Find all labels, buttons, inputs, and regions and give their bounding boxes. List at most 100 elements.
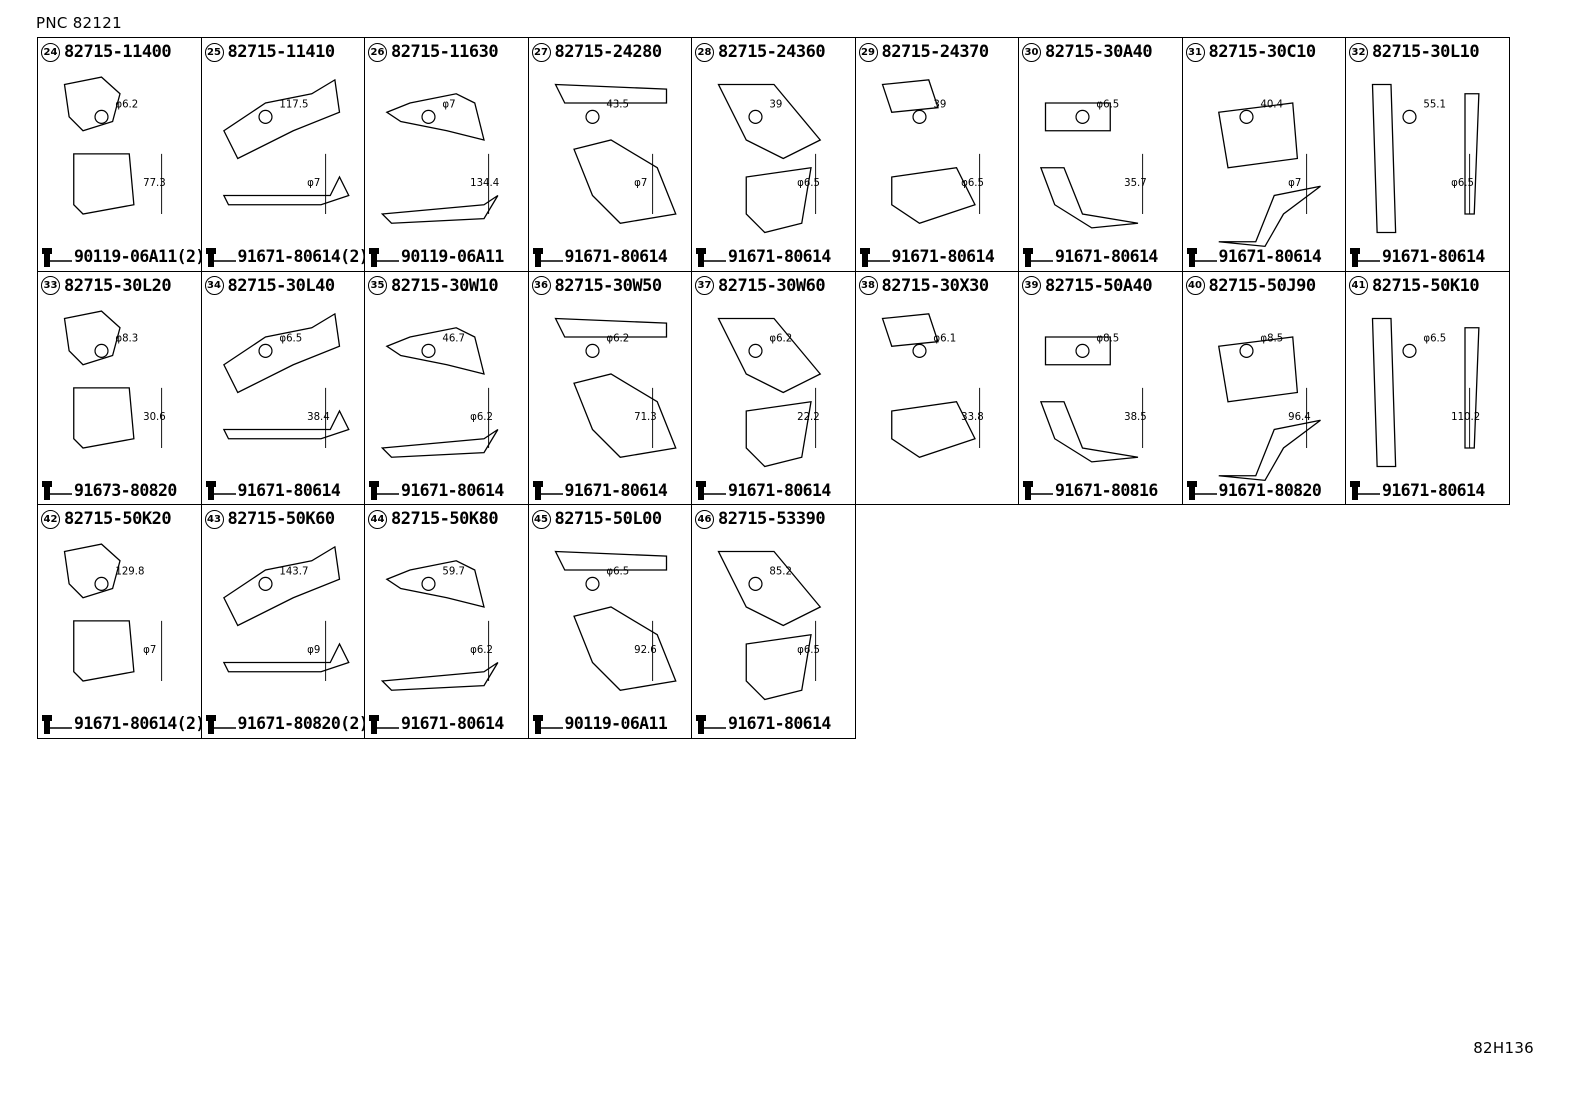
bracket-drawing: 143.7 φ9 (222, 545, 350, 681)
dimension-label: φ7 (307, 178, 320, 189)
dimension-label: φ6.2 (769, 333, 792, 344)
mount-hole (257, 576, 273, 591)
callout-number: 38 (858, 276, 878, 295)
part-number: 82715-11400 (64, 42, 172, 62)
bracket-drawing: 117.5φ7 (222, 78, 350, 214)
dimension-label: 46.7 (442, 333, 465, 344)
bolt-part-number: 91671-80820 (1218, 480, 1322, 500)
mount-hole (94, 576, 109, 591)
bolt-row: 91671-80614 (1022, 246, 1158, 268)
part-number: 82715-50L00 (554, 509, 663, 529)
bolt-icon (1023, 247, 1053, 267)
bolt-icon (205, 714, 236, 734)
bolt-row: 91673-80820 (41, 479, 177, 501)
bracket-drawing: φ6.133.8 (881, 312, 984, 458)
bracket-drawing: φ8.596.4 (1217, 333, 1321, 481)
bolt-row: 91671-80614 (695, 713, 831, 735)
pnc-label: PNC 82121 (36, 14, 122, 32)
mount-hole (257, 343, 273, 358)
dimension-label: 38.5 (1124, 412, 1147, 423)
dimension-label: φ9 (307, 645, 320, 656)
callout-number: 45 (531, 509, 551, 529)
bolt-part-number: 90119-06A11(2) (74, 247, 202, 266)
bolt-part-number: 91671-80614 (1382, 480, 1485, 500)
mount-hole (94, 343, 109, 358)
dimension-label: 71.3 (634, 412, 657, 423)
mount-hole (748, 576, 763, 591)
dimension-label: 33.8 (961, 412, 984, 423)
bracket-drawing: 85.2φ6.5 (717, 550, 822, 701)
callout-number: 42 (41, 509, 60, 529)
mount-hole (1238, 109, 1254, 124)
bolt-part-number: 91671-80614 (1382, 247, 1485, 266)
part-number: 82715-50J90 (1208, 275, 1317, 296)
dimension-label: φ6.2 (470, 645, 493, 656)
figure-code: 82H136 (1473, 1039, 1534, 1057)
part-number: 82715-50K60 (227, 509, 336, 529)
bracket-outline (63, 543, 135, 682)
bolt-part-number: 91671-80614 (237, 480, 341, 500)
bolt-row: 91671-80816 (1022, 479, 1158, 501)
bracket-outline (553, 83, 677, 224)
mount-hole (584, 576, 600, 591)
bracket-drawing: φ6.535.7 (1039, 100, 1147, 229)
bolt-row: 91671-80614 (859, 246, 995, 268)
bolt-row: 91671-80614 (1349, 246, 1485, 268)
bolt-row: 91671-80614 (1186, 246, 1322, 268)
bolt-part-number: 91671-80820(2) (237, 714, 365, 733)
mount-hole (1238, 343, 1254, 358)
bolt-icon (696, 247, 726, 267)
bracket-outline (1039, 335, 1139, 463)
mount-hole (584, 109, 600, 124)
mount-hole (748, 109, 763, 124)
mount-hole (911, 343, 927, 358)
dimension-label: 110.2 (1451, 412, 1480, 423)
dimension-label: φ7 (143, 645, 156, 656)
bolt-part-number: 91671-80614 (728, 480, 831, 500)
dimension-label: 143.7 (279, 567, 308, 578)
bolt-icon (369, 714, 399, 734)
part-number: 82715-30C10 (1208, 42, 1317, 62)
bolt-icon (369, 247, 399, 267)
part-number: 82715-53390 (718, 509, 826, 529)
part-number: 82715-50K20 (64, 509, 172, 529)
bolt-icon (369, 481, 399, 500)
part-number: 82715-30X30 (881, 275, 990, 296)
bolt-row: 91671-80614(2) (205, 246, 364, 268)
dimension-label: φ7 (442, 100, 455, 111)
dimension-label: 85.2 (769, 567, 792, 578)
bracket-drawing: φ6.271.3 (553, 317, 677, 458)
dimension-label: 35.7 (1124, 178, 1147, 189)
mount-hole (257, 109, 273, 124)
dimension-label: 40.4 (1260, 100, 1283, 111)
bracket-outline (717, 317, 822, 467)
bracket-outline (1217, 102, 1321, 248)
callout-number: 27 (531, 42, 551, 62)
bracket-outline (553, 550, 677, 691)
part-number: 82715-30W10 (391, 275, 499, 296)
mount-hole (1075, 343, 1090, 358)
callout-number: 32 (1349, 42, 1368, 62)
bolt-part-number: 91671-80816 (1055, 480, 1158, 500)
